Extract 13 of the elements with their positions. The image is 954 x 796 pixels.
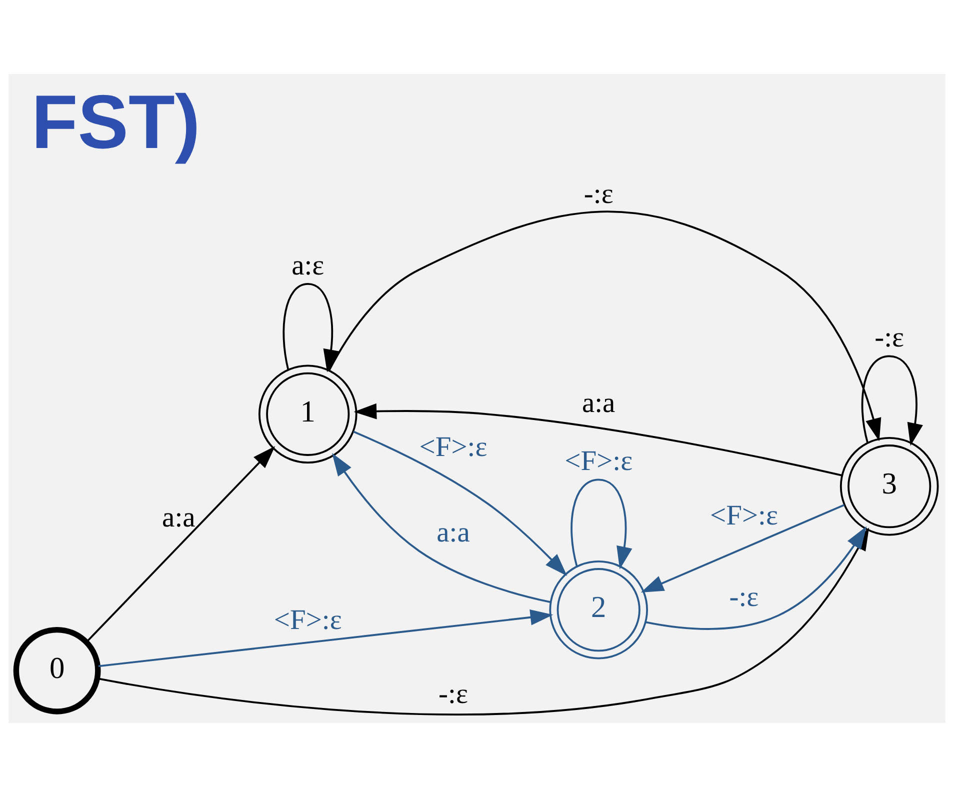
edge-label: <F>:ε (564, 446, 633, 477)
edge-label: -:ε (874, 322, 904, 354)
edge-label: <F>:ε (710, 500, 778, 531)
diagram-title: FST) (31, 80, 200, 165)
edge-label: a:ε (292, 250, 324, 281)
edge-label: -:ε (584, 178, 614, 210)
edge-label: a:a (436, 516, 470, 548)
edge-label: <F>:ε (274, 604, 342, 636)
edge-label: a:a (582, 388, 616, 419)
edge-label: <F>:ε (419, 431, 488, 462)
edge-label: a:a (162, 502, 196, 533)
edge-label: -:ε (438, 678, 468, 710)
edge-label: -:ε (729, 582, 759, 613)
